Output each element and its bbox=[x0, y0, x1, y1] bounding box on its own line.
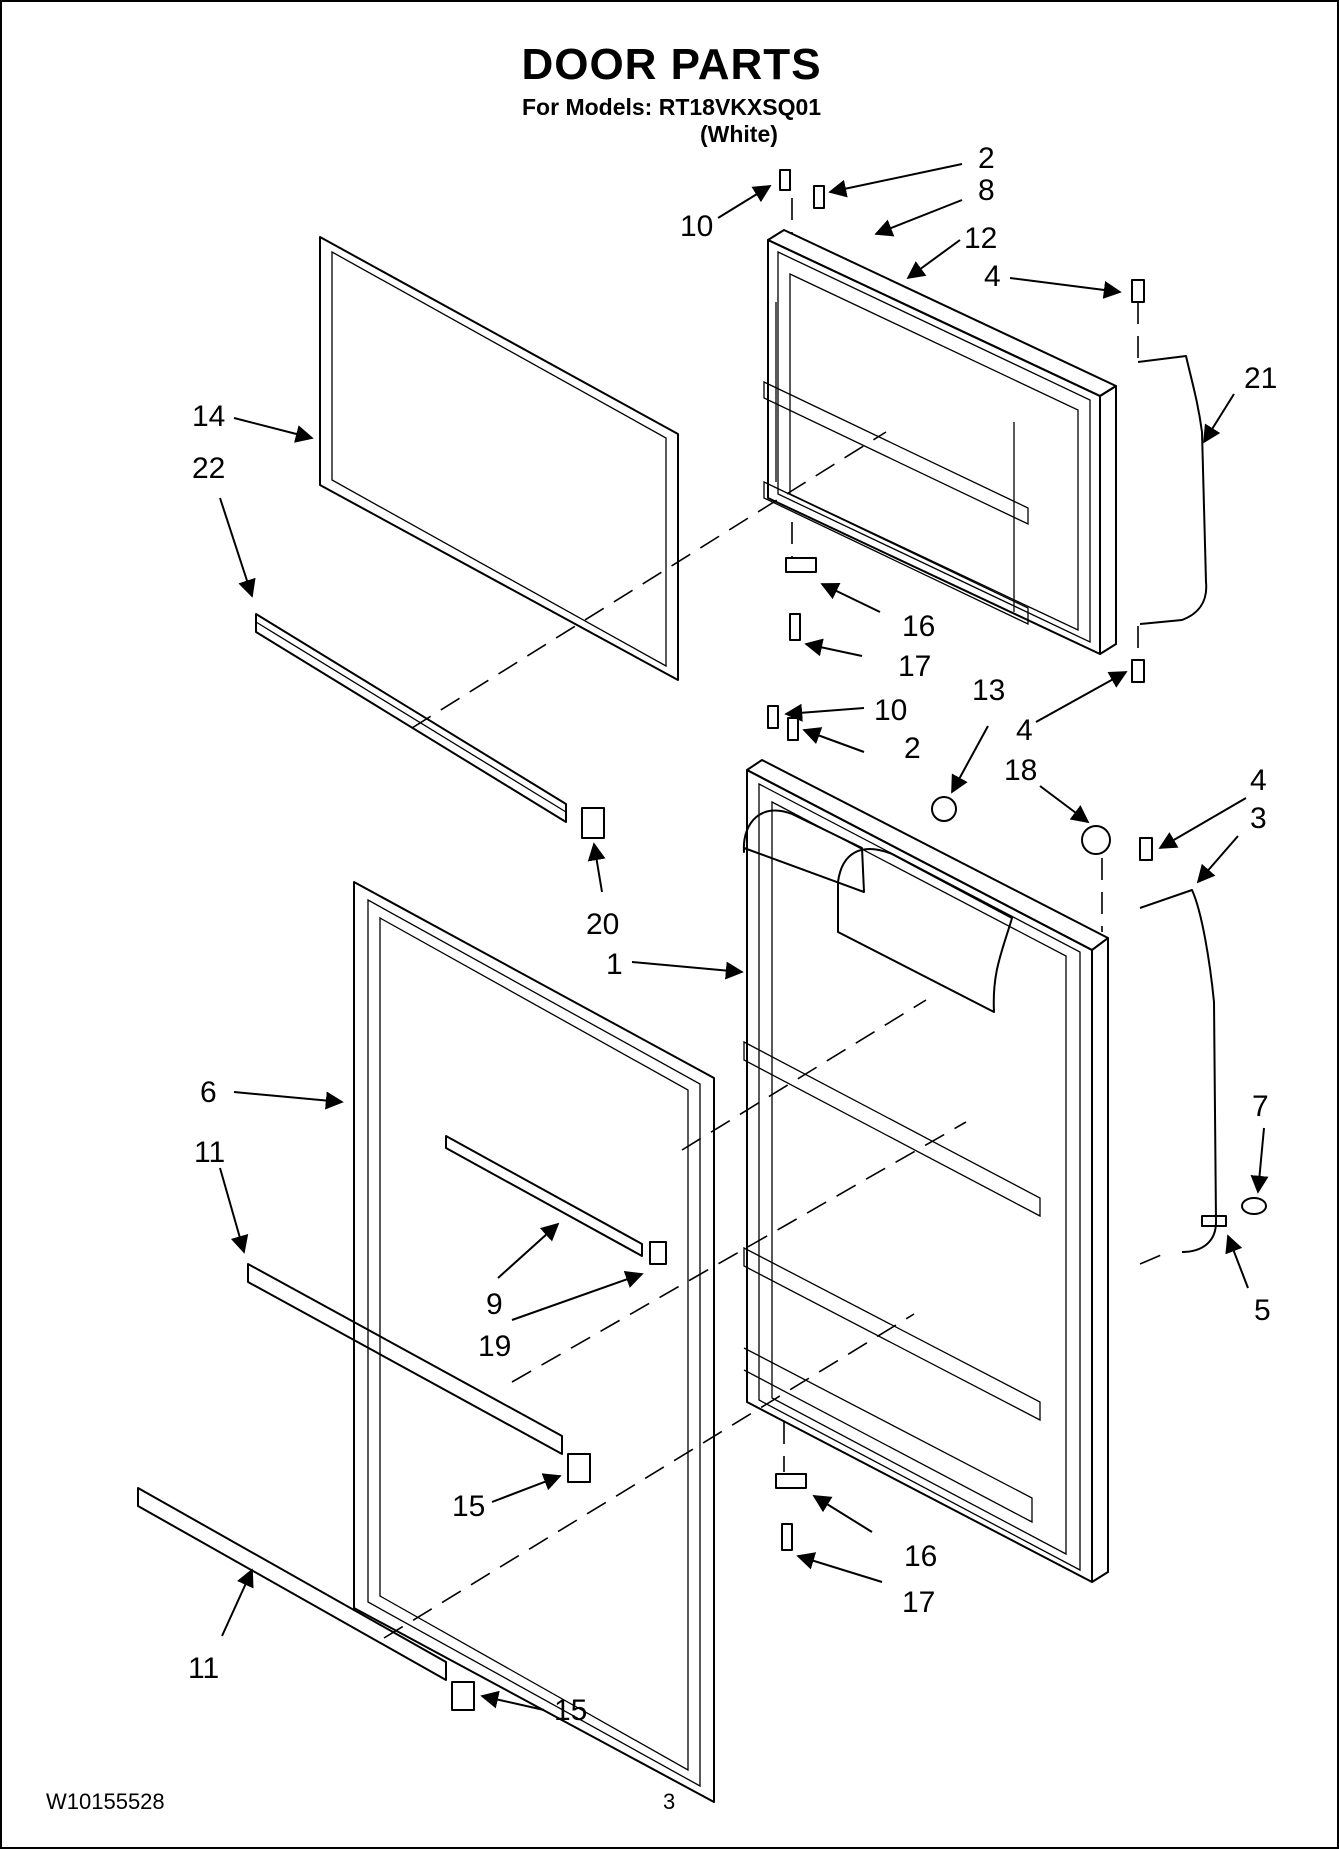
trim-11-lower bbox=[137, 1487, 447, 1681]
callout-15-upper: 15 bbox=[452, 1490, 485, 1523]
screw-4-right bbox=[1139, 837, 1153, 861]
trim-11-upper bbox=[247, 1263, 563, 1455]
screw-4-top bbox=[1131, 279, 1145, 303]
callout-2-top: 2 bbox=[978, 142, 995, 175]
hinge-16-top bbox=[785, 557, 817, 573]
clip-19 bbox=[649, 1241, 667, 1265]
callout-10-top: 10 bbox=[680, 210, 713, 243]
plug-13 bbox=[931, 796, 957, 822]
callout-22: 22 bbox=[192, 452, 225, 485]
trim-22 bbox=[255, 613, 567, 823]
callout-19: 19 bbox=[478, 1330, 511, 1363]
callout-15-lower: 15 bbox=[554, 1694, 587, 1727]
callout-4-mid: 4 bbox=[1016, 714, 1033, 747]
callout-5: 5 bbox=[1254, 1294, 1271, 1327]
screw-2-mid bbox=[787, 717, 799, 741]
callout-3: 3 bbox=[1250, 802, 1267, 835]
callout-10-mid: 10 bbox=[874, 694, 907, 727]
callout-16-top: 16 bbox=[902, 610, 935, 643]
callout-11-upper: 11 bbox=[194, 1136, 225, 1169]
fresh-food-door bbox=[742, 759, 1109, 1583]
callout-16-bottom: 16 bbox=[904, 1540, 937, 1573]
fresh-food-gasket bbox=[353, 881, 715, 1803]
clip-20 bbox=[581, 807, 605, 839]
hinge-16-bottom bbox=[775, 1473, 807, 1489]
clip-15-upper bbox=[567, 1453, 591, 1483]
callout-9: 9 bbox=[486, 1288, 503, 1321]
callout-4-top: 4 bbox=[984, 260, 1001, 293]
callout-17-top: 17 bbox=[898, 650, 931, 683]
callout-11-lower: 11 bbox=[188, 1652, 219, 1685]
plug-18 bbox=[1081, 825, 1111, 855]
color-line: (White) bbox=[700, 121, 778, 147]
pin-10-top bbox=[779, 169, 791, 191]
callout-21: 21 bbox=[1244, 362, 1277, 395]
screw-2-top bbox=[813, 185, 825, 209]
callout-18: 18 bbox=[1004, 754, 1037, 787]
callout-7: 7 bbox=[1252, 1090, 1269, 1123]
callout-17-bottom: 17 bbox=[902, 1586, 935, 1619]
callout-1: 1 bbox=[606, 948, 623, 981]
freezer-door bbox=[763, 229, 1117, 655]
callout-8: 8 bbox=[978, 174, 995, 207]
callout-4-right: 4 bbox=[1250, 764, 1267, 797]
callout-14: 14 bbox=[192, 400, 225, 433]
pin-10-mid bbox=[767, 705, 779, 729]
freezer-gasket bbox=[319, 236, 679, 681]
fresh-food-handle-3 bbox=[1139, 889, 1217, 1253]
callout-13: 13 bbox=[972, 674, 1005, 707]
callout-12: 12 bbox=[964, 222, 997, 255]
models-line: For Models: RT18VKXSQ01 bbox=[522, 94, 822, 120]
screw-5 bbox=[1201, 1215, 1227, 1227]
callout-2-mid: 2 bbox=[904, 732, 921, 765]
screw-17-top bbox=[789, 613, 801, 641]
spacer-7 bbox=[1241, 1197, 1267, 1215]
clip-15-lower bbox=[451, 1681, 475, 1711]
callout-6: 6 bbox=[200, 1076, 217, 1109]
freezer-handle-21 bbox=[1137, 355, 1208, 625]
page-number: 3 bbox=[663, 1789, 676, 1814]
screw-17-bottom bbox=[781, 1523, 793, 1551]
page-title: DOOR PARTS bbox=[521, 40, 822, 89]
document-number: W10155528 bbox=[46, 1789, 165, 1814]
callout-20: 20 bbox=[586, 908, 619, 941]
screw-4-mid bbox=[1131, 659, 1145, 683]
trim-9 bbox=[445, 1135, 643, 1257]
